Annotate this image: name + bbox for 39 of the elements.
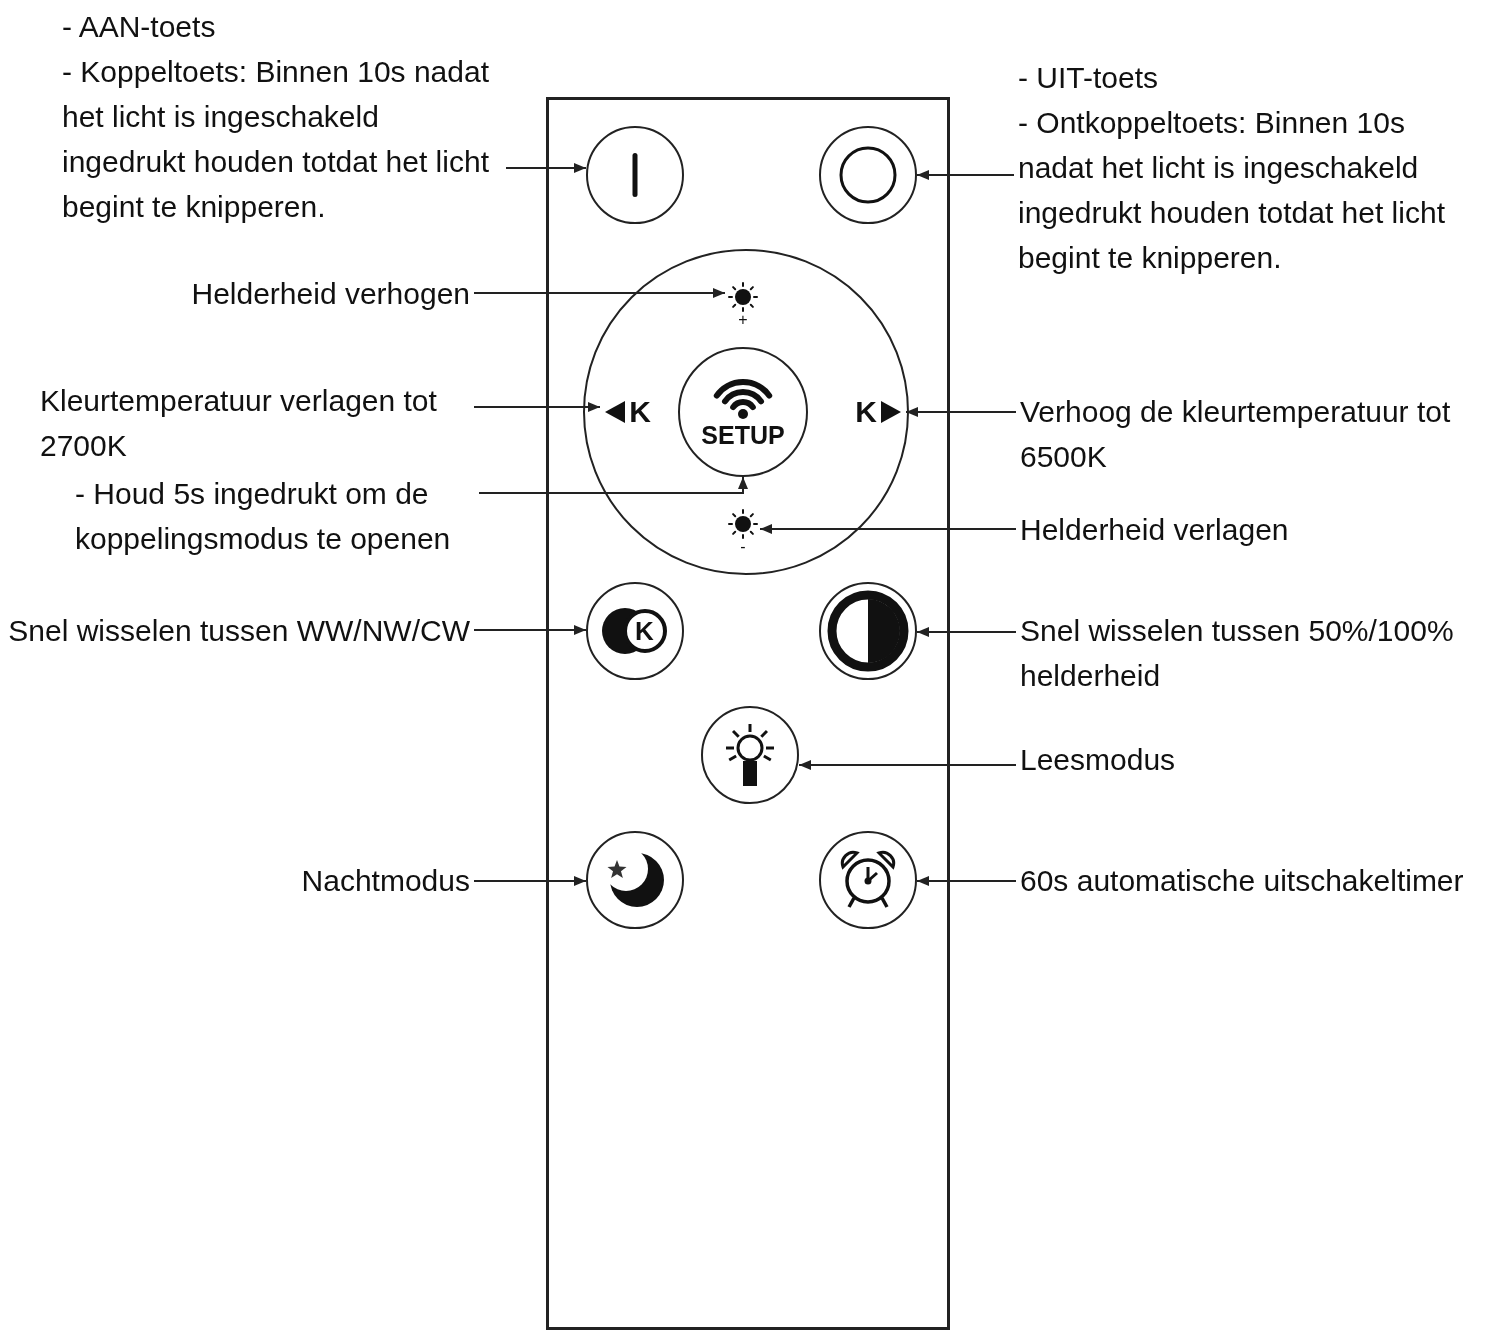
callout-text: Kleurtemperatuur verlagen tot 2700K [40,378,470,468]
timer-button [819,831,917,929]
power-off-button [819,126,917,224]
leader-arrow [505,163,587,173]
color-mode-button: K [586,582,684,680]
reading-mode-button [701,706,799,804]
callout-text: Snel wisselen tussen WW/NW/CW [8,608,470,653]
leader-arrow [916,876,1017,886]
brightness-toggle-button [819,582,917,680]
callout-text: Leesmodus [1020,737,1176,782]
brightness-up-key: + [725,277,761,333]
leader-arrow [473,625,587,635]
callout-text: - AAN-toets [62,9,217,45]
leader-arrow [478,476,748,494]
callout-text: Helderheid verhogen [191,271,470,316]
leader-arrow [759,524,1017,534]
power-on-button [586,126,684,224]
callout-text: Snel wisselen tussen 50%/100% helderheid [1020,608,1482,698]
callout-text: - Houd 5s ingedrukt om de koppelingsmodus te openen [75,471,475,561]
callout-text: Verhoog de kleurtemperatuur tot 6500K [1020,389,1482,479]
setup-button: SETUP [678,347,808,477]
night-mode-button [586,831,684,929]
callout-text: - Ontkoppeltoets: Binnen 10s nadat het licht is ingeschakeld ingedrukt houden totdat het licht begint te knipperen. [1018,105,1446,276]
temperature-down-key: K [600,393,656,431]
callout-text: - Koppeltoets: Binnen 10s nadat het licht is ingeschakeld ingedrukt houden totdat het licht begint te knipperen. [62,54,490,225]
control-ring [583,249,909,575]
leader-arrow [473,402,601,412]
callout-text: Helderheid verlagen [1020,507,1289,552]
leader-arrow [916,170,1015,180]
leader-arrow [473,288,726,298]
callout-text: - UIT-toets [1018,60,1160,96]
remote-body [546,97,950,1330]
leader-arrow [916,627,1017,637]
callout-text: 60s automatische uitschakeltimer [1020,858,1464,903]
leader-arrow [473,876,587,886]
brightness-down-key: - [726,507,760,557]
callout-text: Nachtmodus [301,858,470,903]
leader-arrow [798,760,1017,770]
temperature-up-key: K [850,393,906,431]
